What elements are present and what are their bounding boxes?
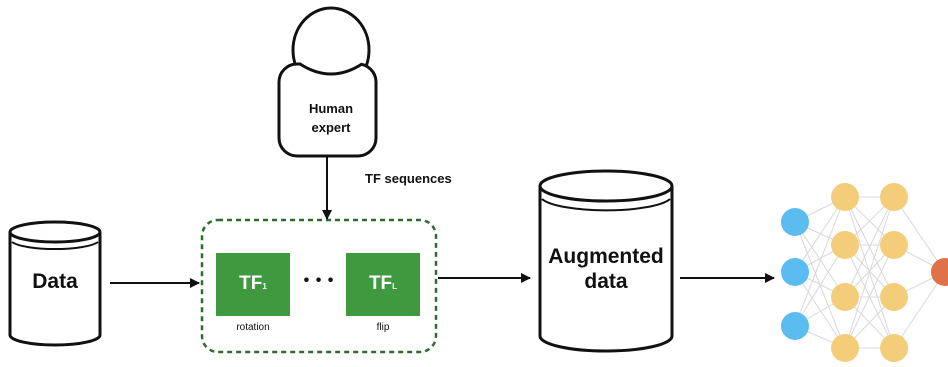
hidden-node [880, 334, 908, 362]
tf-1-sub: 1 [262, 282, 267, 291]
nn-connection [794, 196, 846, 327]
human-expert-icon [277, 6, 378, 158]
nn-connection [893, 196, 946, 273]
nn-connection [893, 271, 946, 349]
tf-1-label: TF1 [216, 273, 290, 295]
output-node [931, 258, 948, 286]
tf-l-caption: flip [376, 322, 390, 333]
augmented-label-line2: data [584, 270, 628, 293]
hidden-node [880, 183, 908, 211]
augmented-data-label: Augmented data [540, 244, 672, 294]
hidden-node [880, 231, 908, 259]
augmented-label-line1: Augmented [548, 245, 664, 268]
tf-1-main: TF [239, 273, 263, 294]
hidden-node [831, 334, 859, 362]
tf-1-caption: rotation [236, 322, 270, 333]
tf-l-main: TF [368, 273, 393, 294]
input-node [781, 312, 809, 340]
tf-1-box [216, 253, 290, 316]
data-label: Data [32, 270, 78, 293]
nn-connection [844, 244, 895, 349]
nn-connection [794, 271, 846, 349]
tf-l-box [346, 253, 420, 316]
tf-l-sub: L [392, 282, 398, 291]
hidden-node [831, 183, 859, 211]
hidden-node [831, 231, 859, 259]
ellipsis-dots: • • • [303, 272, 335, 289]
human-expert-label: Human expert [286, 99, 376, 137]
nn-connection [794, 221, 846, 298]
input-node [781, 258, 809, 286]
nn-connection [844, 196, 895, 349]
nn-connection [794, 196, 846, 273]
hidden-node [880, 283, 908, 311]
neural-network-icon [781, 183, 948, 362]
human-label-line2: expert [311, 120, 351, 135]
tf-sequences-label: TF sequences [365, 171, 452, 186]
augmented-data-cylinder-icon [538, 169, 674, 353]
human-label-line1: Human [308, 101, 354, 116]
hidden-node [831, 283, 859, 311]
nn-connection [844, 196, 895, 298]
data-cylinder-icon [8, 220, 102, 347]
tf-l-label: TFL [346, 273, 420, 295]
input-node [781, 208, 809, 236]
nn-connection [794, 244, 846, 327]
